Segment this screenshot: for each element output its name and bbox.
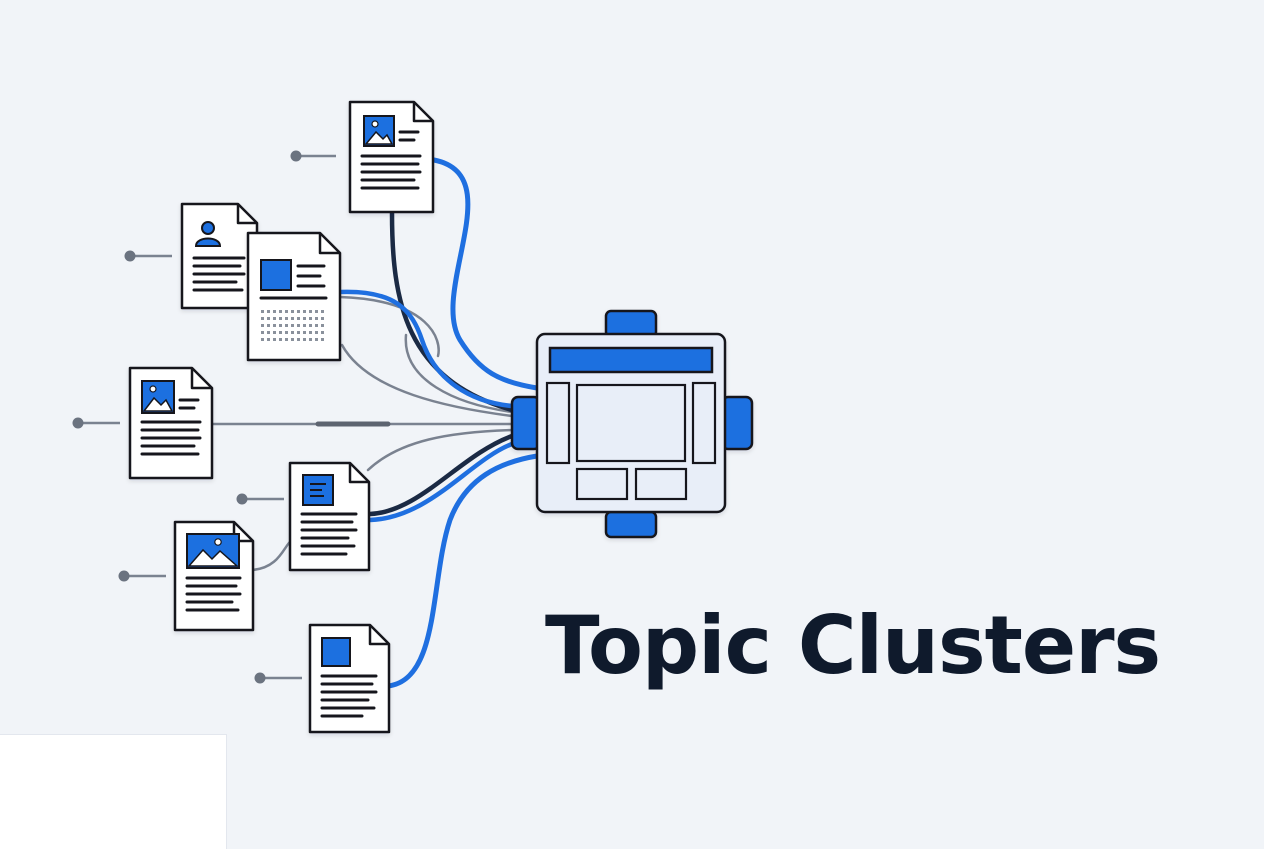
stub-pin [290, 150, 336, 162]
connector-gray [366, 428, 514, 472]
connector-blue [367, 441, 515, 523]
grid-dot [291, 317, 294, 320]
grid-dot [321, 317, 324, 320]
blank-corner-panel [0, 734, 227, 849]
grid-dot [297, 331, 300, 334]
grid-dot [303, 331, 306, 334]
hub-tab-right [720, 395, 754, 451]
grid-dot [279, 317, 282, 320]
grid-dot [261, 317, 264, 320]
grid-dot [309, 317, 312, 320]
dot-grid [261, 310, 324, 341]
cluster-page-image-top [348, 100, 435, 214]
grid-dot [291, 331, 294, 334]
connector-gray [404, 333, 514, 414]
grid-dot [285, 317, 288, 320]
grid-dot [297, 324, 300, 327]
image-icon [186, 533, 240, 569]
connector-gray [338, 295, 440, 358]
stub-pin [124, 250, 172, 262]
hub-tab-bottom [604, 510, 658, 539]
grid-dot [291, 324, 294, 327]
cluster-page-image-left [128, 366, 214, 480]
cluster-page-image-lower [173, 520, 255, 632]
cluster-page-square-grid [246, 231, 342, 362]
grid-dot [279, 338, 282, 341]
grid-dot [321, 310, 324, 313]
image-icon [363, 115, 395, 147]
grid-dot [297, 317, 300, 320]
connector-gray [250, 538, 294, 572]
grid-dot [321, 324, 324, 327]
grid-dot [303, 324, 306, 327]
stub-pin [254, 672, 302, 684]
cluster-page-square-bottom [308, 623, 391, 734]
stub-pin [72, 417, 120, 429]
grid-dot [273, 310, 276, 313]
connector-dark [367, 433, 515, 517]
grid-dot [261, 331, 264, 334]
grid-dot [267, 317, 270, 320]
grid-dot [279, 310, 282, 313]
stub-pin [236, 493, 284, 505]
grid-dot [315, 317, 318, 320]
grid-dot [303, 338, 306, 341]
grid-dot [261, 338, 264, 341]
grid-dot [309, 324, 312, 327]
grid-dot [315, 310, 318, 313]
grid-dot [285, 310, 288, 313]
grid-dot [315, 324, 318, 327]
grid-dot [285, 331, 288, 334]
cluster-page-text-card [288, 461, 371, 572]
connectors [208, 157, 540, 689]
grid-dot [273, 324, 276, 327]
diagram-title: Topic Clusters [545, 599, 1161, 692]
grid-dot [279, 331, 282, 334]
grid-dot [297, 338, 300, 341]
grid-dot [321, 331, 324, 334]
cluster-page-profile [180, 202, 259, 310]
grid-dot [303, 317, 306, 320]
grid-dot [273, 338, 276, 341]
grid-dot [315, 331, 318, 334]
grid-dot [315, 338, 318, 341]
grid-dot [291, 338, 294, 341]
grid-dot [309, 310, 312, 313]
grid-dot [303, 310, 306, 313]
grid-dot [309, 331, 312, 334]
pillar-page-hub [510, 309, 754, 539]
grid-dot [321, 338, 324, 341]
grid-dot [267, 331, 270, 334]
square-icon [321, 637, 351, 667]
square-icon [260, 259, 292, 291]
grid-dot [297, 310, 300, 313]
grid-dot [285, 324, 288, 327]
grid-dot [261, 324, 264, 327]
grid-dot [267, 310, 270, 313]
stub-pin [118, 570, 166, 582]
user-icon [194, 221, 222, 247]
grid-dot [285, 338, 288, 341]
image-icon [141, 380, 175, 414]
connector-blue [337, 289, 515, 409]
grid-dot [273, 331, 276, 334]
document-icon [302, 474, 334, 506]
stub-pins [72, 150, 336, 684]
connector-gray [340, 343, 514, 418]
grid-dot [309, 338, 312, 341]
connector-blue [385, 453, 540, 689]
grid-dot [291, 310, 294, 313]
grid-dot [267, 338, 270, 341]
grid-dot [279, 324, 282, 327]
grid-dot [261, 310, 264, 313]
grid-dot [267, 324, 270, 327]
connector-blue [431, 157, 540, 391]
grid-dot [273, 317, 276, 320]
